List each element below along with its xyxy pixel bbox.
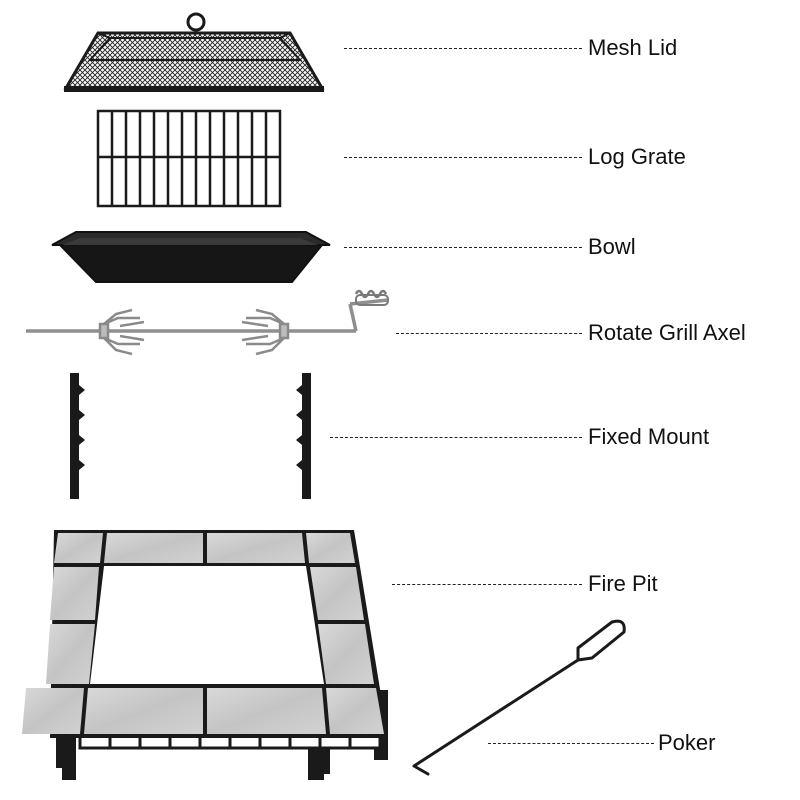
fixed-mount-drawing <box>70 373 311 499</box>
log-grate-drawing <box>96 109 282 208</box>
fire-pit-drawing <box>22 530 388 780</box>
label-log-grate: Log Grate <box>588 144 686 169</box>
label-mesh-lid: Mesh Lid <box>588 35 678 60</box>
mesh-lid-drawing <box>63 12 325 92</box>
rotate-grill-axel-drawing <box>26 289 389 356</box>
poker-drawing <box>412 619 626 776</box>
leader-rotate-grill-axel <box>396 333 582 334</box>
label-fire-pit: Fire Pit <box>588 571 658 596</box>
bowl-drawing <box>51 231 331 283</box>
leader-mesh-lid <box>344 48 582 49</box>
leader-fixed-mount <box>330 437 582 438</box>
label-rotate-grill-axel: Rotate Grill Axel <box>588 320 746 345</box>
label-fixed-mount: Fixed Mount <box>588 424 710 449</box>
label-poker: Poker <box>658 730 716 755</box>
leader-poker <box>488 743 654 744</box>
label-bowl: Bowl <box>588 234 636 259</box>
leader-log-grate <box>344 157 582 158</box>
leader-bowl <box>344 247 582 248</box>
leader-fire-pit <box>392 584 582 585</box>
